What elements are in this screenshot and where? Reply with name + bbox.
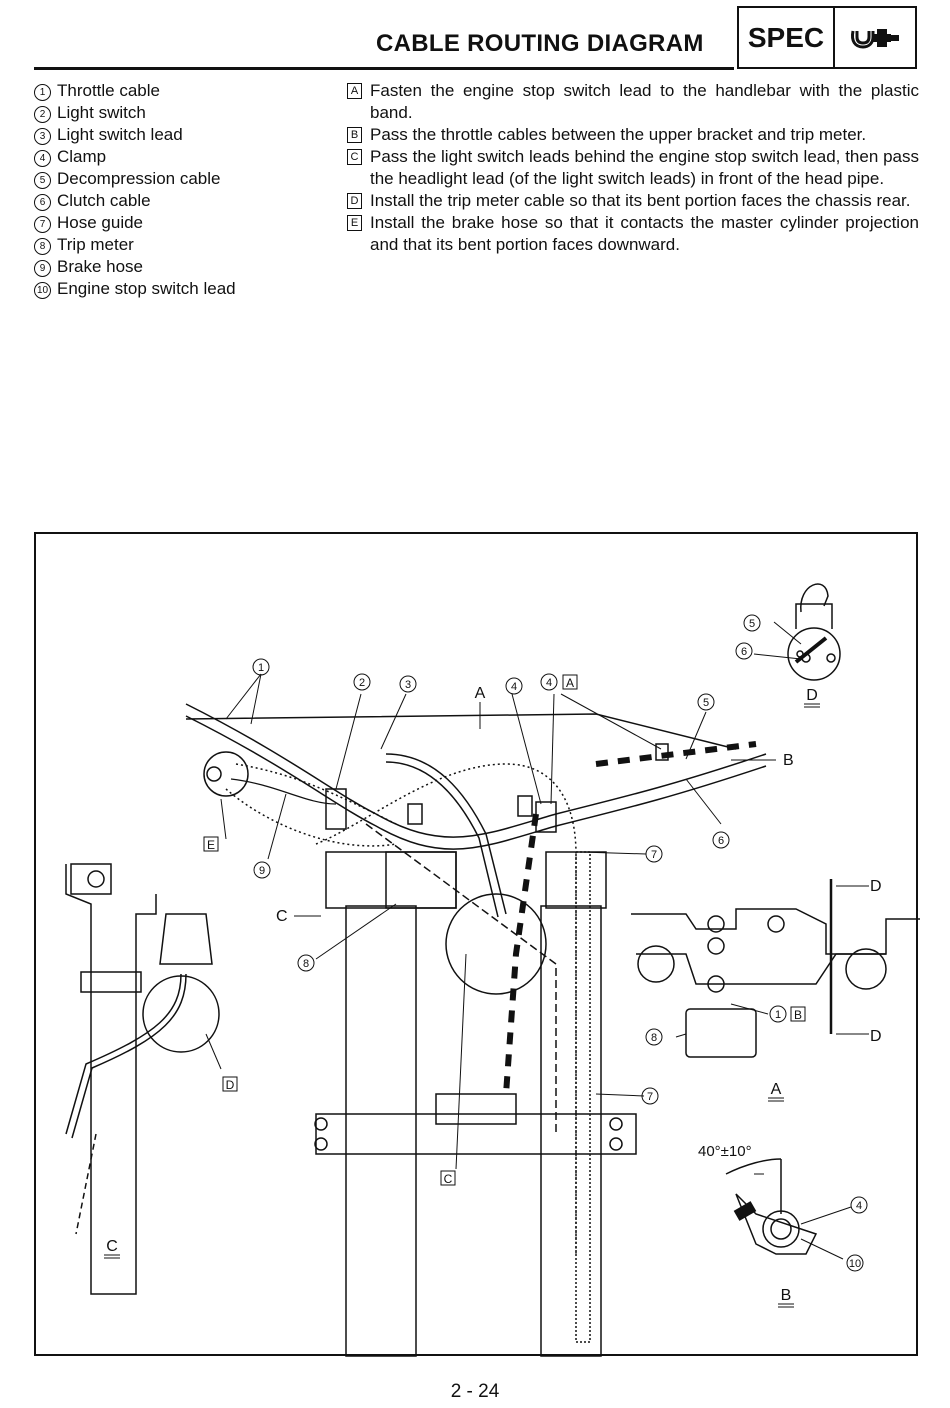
cable-routing-figure: 1 2 3 4 4 5 5 6 6 7 7 8 8 9 1 4 10 A B C… (34, 532, 920, 1357)
svg-text:B: B (781, 1287, 792, 1304)
svg-text:C: C (276, 908, 288, 925)
callout-10: 10 (849, 1258, 861, 1270)
svg-text:B: B (783, 752, 794, 769)
svg-text:C: C (106, 1238, 118, 1255)
handlebar-assembly (185, 703, 767, 1254)
detail-a (631, 879, 920, 1058)
callout-4c: 4 (856, 1200, 862, 1212)
note-boxes: A B C D E (203, 674, 806, 1186)
detail-b (725, 1158, 818, 1255)
fork-and-triple-clamp (314, 795, 637, 1357)
view-labels: A B C D D D A B C 40°±10° (106, 685, 881, 1304)
callout-7: 7 (651, 849, 657, 861)
svg-text:A: A (771, 1081, 782, 1098)
callout-1b: 1 (775, 1009, 781, 1021)
callout-8: 8 (303, 958, 309, 970)
callout-4b: 4 (546, 677, 552, 689)
callout-6b: 6 (741, 646, 747, 658)
svg-text:D: D (870, 1028, 882, 1045)
svg-text:E: E (207, 838, 215, 852)
svg-text:A: A (475, 685, 486, 702)
callout-5b: 5 (749, 618, 755, 630)
callout-1: 1 (258, 662, 264, 674)
svg-text:B: B (794, 1008, 802, 1022)
view-label-underlines (104, 703, 820, 1308)
callout-2: 2 (359, 677, 365, 689)
svg-text:D: D (806, 687, 818, 704)
leader-lines (205, 621, 869, 1260)
callout-5: 5 (703, 697, 709, 709)
callout-6: 6 (718, 835, 724, 847)
callouts: 1 2 3 4 4 5 5 6 6 7 7 8 8 9 1 4 10 (252, 614, 868, 1272)
svg-text:C: C (444, 1172, 453, 1186)
callout-4: 4 (511, 681, 517, 693)
header-rule (34, 67, 734, 70)
spec-badge: SPEC (737, 6, 917, 69)
wrench-icon (835, 8, 915, 67)
spec-badge-label: SPEC (739, 8, 835, 67)
svg-text:A: A (566, 676, 574, 690)
svg-text:D: D (870, 878, 882, 895)
detail-d (787, 583, 841, 681)
detail-c (65, 863, 220, 1295)
callout-7b: 7 (647, 1091, 653, 1103)
callout-8b: 8 (651, 1032, 657, 1044)
page-number: 2 - 24 (450, 1381, 500, 1402)
svg-text:D: D (226, 1078, 235, 1092)
callout-3: 3 (405, 679, 411, 691)
angle-label: 40°±10° (698, 1143, 752, 1160)
page-title: CABLE ROUTING DIAGRAM (376, 30, 704, 57)
callout-9: 9 (259, 865, 265, 877)
